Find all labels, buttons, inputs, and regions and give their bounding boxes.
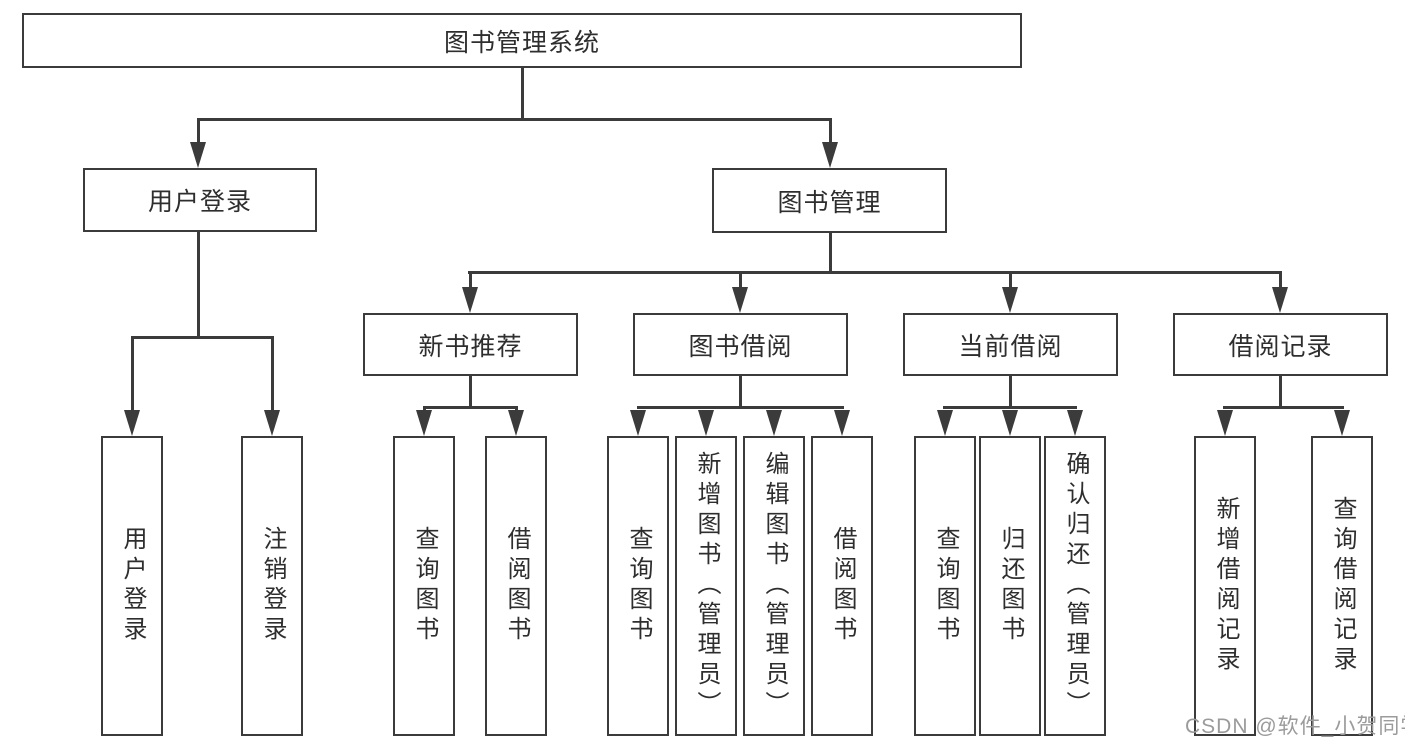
connector-new-books-vline [469, 374, 472, 408]
node-borrowing-records: 借阅记录 [1173, 313, 1388, 376]
arrow-down-icon [416, 410, 432, 436]
node-current-borrowing-label: 当前借阅 [958, 332, 1063, 361]
leaf-query-borrow-record: 查询借阅记录 [1311, 436, 1373, 736]
connector-book-borrow-vline [739, 374, 742, 408]
leaf-user-login-label: 用户登录 [119, 526, 146, 646]
arrow-down-icon [190, 142, 206, 168]
leaf-return-books: 归还图书 [979, 436, 1041, 736]
leaf-user-login: 用户登录 [101, 436, 163, 736]
node-new-book-recommend-label: 新书推荐 [418, 332, 523, 361]
connector-root-vline [521, 66, 524, 120]
leaf-edit-books-admin-label: 编辑图书（管理员） [761, 451, 788, 721]
connector-book-mgmt-hbar [468, 271, 1282, 274]
arrow-down-icon [1334, 410, 1350, 436]
connector-current-borrow-vline [1009, 374, 1012, 408]
arrow-down-icon [264, 410, 280, 436]
leaf-confirm-return-admin-label: 确认归还（管理员） [1062, 451, 1089, 721]
node-user-login-label: 用户登录 [147, 188, 252, 216]
connector-user-login-hbar [131, 336, 274, 339]
connector-stub-leaf-logout [271, 336, 274, 413]
connector-new-books-hbar [423, 406, 518, 409]
connector-book-mgmt-vline [829, 231, 832, 273]
leaf-borrow-books-recommend: 借阅图书 [485, 436, 547, 736]
leaf-edit-books-admin: 编辑图书（管理员） [743, 436, 805, 736]
node-book-borrowing: 图书借阅 [633, 313, 848, 376]
arrow-down-icon [834, 410, 850, 436]
node-borrowing-records-label: 借阅记录 [1228, 332, 1333, 361]
arrow-down-icon [508, 410, 524, 436]
node-current-borrowing: 当前借阅 [903, 313, 1118, 376]
connector-user-login-vline [197, 231, 200, 338]
arrow-down-icon [766, 410, 782, 436]
leaf-query-borrow-record-label: 查询借阅记录 [1329, 496, 1356, 676]
leaf-borrow-books-recommend-label: 借阅图书 [503, 526, 530, 646]
leaf-add-borrow-record-label: 新增借阅记录 [1212, 496, 1239, 676]
connector-book-borrow-hbar [637, 406, 844, 409]
node-new-book-recommend: 新书推荐 [363, 313, 578, 376]
node-user-login: 用户登录 [83, 168, 317, 232]
connector-stub-borrow-records [1279, 271, 1282, 290]
arrow-down-icon [630, 410, 646, 436]
arrow-down-icon [1002, 287, 1018, 313]
arrow-down-icon [462, 287, 478, 313]
leaf-query-books-current-label: 查询图书 [932, 526, 959, 646]
leaf-logout-label: 注销登录 [259, 526, 286, 646]
node-book-management-label: 图书管理 [777, 188, 882, 217]
leaf-add-books-admin-label: 新增图书（管理员） [693, 451, 720, 721]
arrow-down-icon [1217, 410, 1233, 436]
leaf-query-books-recommend: 查询图书 [393, 436, 455, 736]
arrow-down-icon [732, 287, 748, 313]
arrow-down-icon [1067, 410, 1083, 436]
connector-stub-current-borrow [1009, 271, 1012, 290]
leaf-add-books-admin: 新增图书（管理员） [675, 436, 737, 736]
node-root-label: 图书管理系统 [443, 28, 600, 57]
csdn-watermark: CSDN @软件_小贺同学 [1185, 715, 1405, 738]
connector-borrow-records-hbar [1223, 406, 1344, 409]
leaf-borrow-books-label: 借阅图书 [829, 526, 856, 646]
leaf-query-books-recommend-label: 查询图书 [411, 526, 438, 646]
leaf-logout: 注销登录 [241, 436, 303, 736]
arrow-down-icon [937, 410, 953, 436]
leaf-return-books-label: 归还图书 [997, 526, 1024, 646]
leaf-add-borrow-record: 新增借阅记录 [1194, 436, 1256, 736]
arrow-down-icon [822, 142, 838, 168]
node-book-management: 图书管理 [712, 168, 947, 233]
connector-stub-book-mgmt [829, 118, 832, 145]
connector-stub-book-borrow [739, 271, 742, 290]
arrow-down-icon [1002, 410, 1018, 436]
leaf-confirm-return-admin: 确认归还（管理员） [1044, 436, 1106, 736]
leaf-query-books-current: 查询图书 [914, 436, 976, 736]
connector-current-borrow-hbar [943, 406, 1077, 409]
arrow-down-icon [698, 410, 714, 436]
connector-stub-user-login [197, 118, 200, 145]
connector-stub-leaf-login [131, 336, 134, 413]
arrow-down-icon [1272, 287, 1288, 313]
node-book-borrowing-label: 图书借阅 [688, 332, 793, 361]
arrow-down-icon [124, 410, 140, 436]
leaf-borrow-books: 借阅图书 [811, 436, 873, 736]
connector-stub-new-books [469, 271, 472, 290]
connector-root-hbar [197, 118, 832, 121]
leaf-query-books-label: 查询图书 [625, 526, 652, 646]
node-root-library-system: 图书管理系统 [22, 13, 1022, 68]
leaf-query-books: 查询图书 [607, 436, 669, 736]
connector-borrow-records-vline [1279, 374, 1282, 408]
